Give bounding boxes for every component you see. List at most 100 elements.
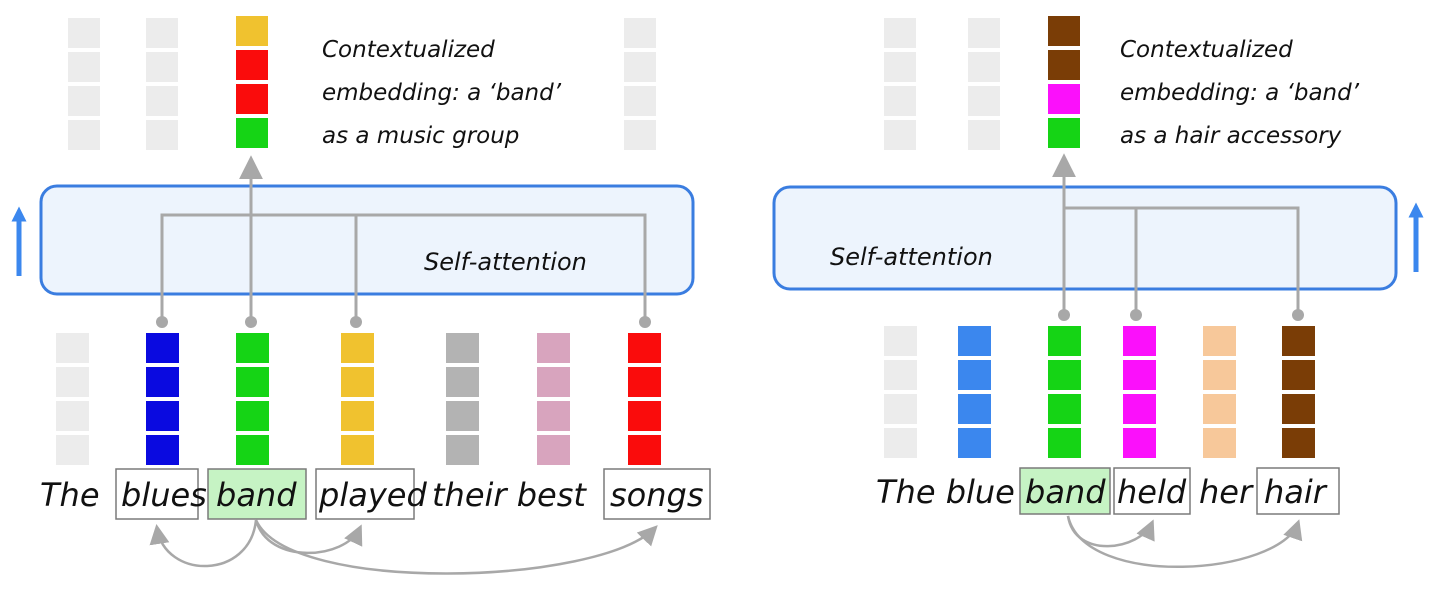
- right-panel: Self-attention Contextualized embedding:…: [772, 16, 1424, 569]
- right-input-column-cell: [884, 360, 917, 390]
- left-output-placeholder-column-cell: [624, 86, 656, 116]
- left-input-column-cell: [56, 435, 89, 465]
- left-self-attention-box: [39, 184, 695, 296]
- left-attention-connectors: [160, 155, 647, 322]
- right-input-column-cell: [1048, 360, 1081, 390]
- right-input-column-cell: [1203, 428, 1236, 458]
- right-output-column: [1048, 16, 1080, 148]
- left-annotation-line-1: Contextualized: [322, 37, 495, 63]
- left-output-placeholder-column-cell: [146, 86, 178, 116]
- left-input-column-cell: [341, 435, 374, 465]
- right-input-column-cell: [1282, 394, 1315, 424]
- right-input-column-cell: [1282, 326, 1315, 356]
- right-input-column: [1123, 326, 1156, 458]
- left-output-placeholder-column-cell: [146, 120, 178, 150]
- right-input-column-cell: [958, 360, 991, 390]
- left-output-column-cell: [236, 118, 268, 148]
- right-input-embeddings: [884, 326, 1315, 458]
- left-input-column: [446, 333, 479, 465]
- right-input-column-cell: [884, 428, 917, 458]
- left-input-column: [628, 333, 661, 465]
- left-word-songs: songs: [610, 476, 704, 514]
- left-input-column-cell: [236, 367, 269, 397]
- left-input-column-cell: [56, 333, 89, 363]
- right-dependency-arrows: [1066, 515, 1303, 569]
- right-input-column-cell: [1048, 428, 1081, 458]
- left-output-column-cell: [236, 16, 268, 46]
- right-input-column-cell: [1203, 360, 1236, 390]
- right-word-box-held: [1113, 467, 1191, 515]
- right-word-her: her: [1199, 473, 1254, 511]
- right-word-box-hair: [1256, 467, 1340, 515]
- right-word-held: held: [1117, 473, 1187, 511]
- right-input-column-cell: [958, 428, 991, 458]
- right-output-placeholders: [884, 18, 1000, 150]
- right-word-box-band: [1019, 467, 1111, 515]
- left-word-blues: blues: [121, 476, 207, 514]
- right-input-column: [958, 326, 991, 458]
- right-output-placeholder-column-cell: [968, 120, 1000, 150]
- right-input-column-cell: [958, 326, 991, 356]
- left-connector-dots: [156, 316, 651, 328]
- left-input-column-cell: [341, 401, 374, 431]
- right-input-column: [884, 326, 917, 458]
- right-output-placeholder-column-cell: [884, 18, 916, 48]
- right-input-column-cell: [1203, 394, 1236, 424]
- right-word-band: band: [1025, 473, 1106, 511]
- left-input-column-cell: [628, 435, 661, 465]
- left-input-column: [537, 333, 570, 465]
- right-word-the-blue: The blue: [876, 473, 1015, 511]
- left-input-column-cell: [628, 401, 661, 431]
- right-sentence: The blue band held her hair: [876, 467, 1340, 515]
- right-annotation-line-1: Contextualized: [1120, 37, 1293, 63]
- left-output-placeholder-column: [624, 18, 656, 150]
- right-output-placeholder-column: [884, 18, 916, 150]
- left-word-their-best: their best: [432, 476, 587, 514]
- right-attention-connectors: [1052, 153, 1300, 315]
- right-input-column-cell: [1123, 326, 1156, 356]
- right-input-column-cell: [1123, 394, 1156, 424]
- left-input-column-cell: [628, 333, 661, 363]
- right-input-column: [1203, 326, 1236, 458]
- right-output-embedding: [1048, 16, 1080, 148]
- right-output-placeholder-column-cell: [884, 120, 916, 150]
- right-output-placeholder-column-cell: [968, 52, 1000, 82]
- left-input-column: [146, 333, 179, 465]
- right-self-attention-box: [772, 185, 1398, 291]
- left-input-column-cell: [146, 333, 179, 363]
- right-input-column: [1048, 326, 1081, 458]
- left-word-played: played: [318, 476, 427, 514]
- left-input-embeddings: [56, 333, 661, 465]
- left-output-placeholder-column-cell: [146, 52, 178, 82]
- right-output-placeholder-column-cell: [968, 86, 1000, 116]
- left-output-placeholder-column-cell: [624, 18, 656, 48]
- left-input-column: [341, 333, 374, 465]
- right-word-hair: hair: [1264, 473, 1328, 511]
- left-input-column: [236, 333, 269, 465]
- left-input-column-cell: [236, 333, 269, 363]
- left-output-placeholders: [68, 18, 656, 150]
- left-output-placeholder-column-cell: [146, 18, 178, 48]
- right-output-column-cell: [1048, 84, 1080, 114]
- left-input-column-cell: [446, 401, 479, 431]
- right-output-placeholder-column-cell: [968, 18, 1000, 48]
- left-output-column-cell: [236, 50, 268, 80]
- right-input-column-cell: [884, 394, 917, 424]
- left-input-column-cell: [341, 333, 374, 363]
- left-self-attention-label: Self-attention: [424, 248, 587, 276]
- left-input-column-cell: [236, 435, 269, 465]
- right-output-placeholder-column-cell: [884, 52, 916, 82]
- right-input-column-cell: [958, 394, 991, 424]
- left-panel: Self-attention Contextualized embedding:…: [11, 16, 711, 575]
- left-output-placeholder-column-cell: [68, 86, 100, 116]
- left-input-column-cell: [146, 435, 179, 465]
- left-input-column: [56, 333, 89, 465]
- left-input-column-cell: [446, 435, 479, 465]
- left-word-box-played: [315, 468, 415, 520]
- left-output-placeholder-column: [146, 18, 178, 150]
- right-output-placeholder-column-cell: [884, 86, 916, 116]
- left-word-the: The: [40, 476, 100, 514]
- left-input-column-cell: [628, 367, 661, 397]
- right-output-column-cell: [1048, 50, 1080, 80]
